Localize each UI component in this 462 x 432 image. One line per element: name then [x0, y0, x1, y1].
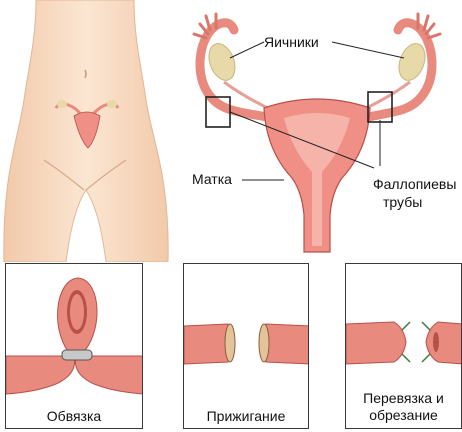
- panel-ligation: Обвязка: [5, 263, 143, 429]
- tube-right-tied: [426, 322, 462, 364]
- tube-left-cut: [184, 324, 231, 364]
- panel-ligation-and-cutting: Перевязка и обрезание: [345, 263, 462, 429]
- caption-cutting-line1: Перевязка и: [346, 390, 461, 406]
- caption-ligation: Обвязка: [6, 408, 142, 424]
- caption-cauterization: Прижигание: [184, 408, 308, 424]
- small-ovary-left: [57, 100, 67, 108]
- leader-ovary-left: [230, 42, 264, 58]
- ring-band: [62, 350, 92, 360]
- tube-left-segment: [6, 356, 75, 394]
- tube-left-tied: [346, 322, 406, 364]
- caption-cutting-line2: обрезание: [346, 407, 461, 423]
- ovary-right: [394, 40, 430, 84]
- label-uterus: Матка: [192, 171, 232, 187]
- burned-end-left: [225, 324, 235, 362]
- stump-right: [433, 332, 439, 352]
- leader-ovary-right: [332, 42, 404, 58]
- tube-right-cut: [263, 324, 309, 364]
- body-figure: [0, 0, 170, 262]
- label-tubes-line1: Фаллопиевы: [373, 176, 456, 192]
- label-ovaries: Яичники: [264, 34, 319, 50]
- label-tubes-line2: трубы: [383, 194, 422, 210]
- small-ovary-right: [107, 100, 117, 108]
- burned-end-right: [259, 324, 269, 362]
- tube-loop-inner-light: [70, 294, 84, 330]
- tube-right-segment: [75, 356, 143, 394]
- ovary-left: [204, 40, 240, 84]
- panel-cauterization: Прижигание: [183, 263, 309, 429]
